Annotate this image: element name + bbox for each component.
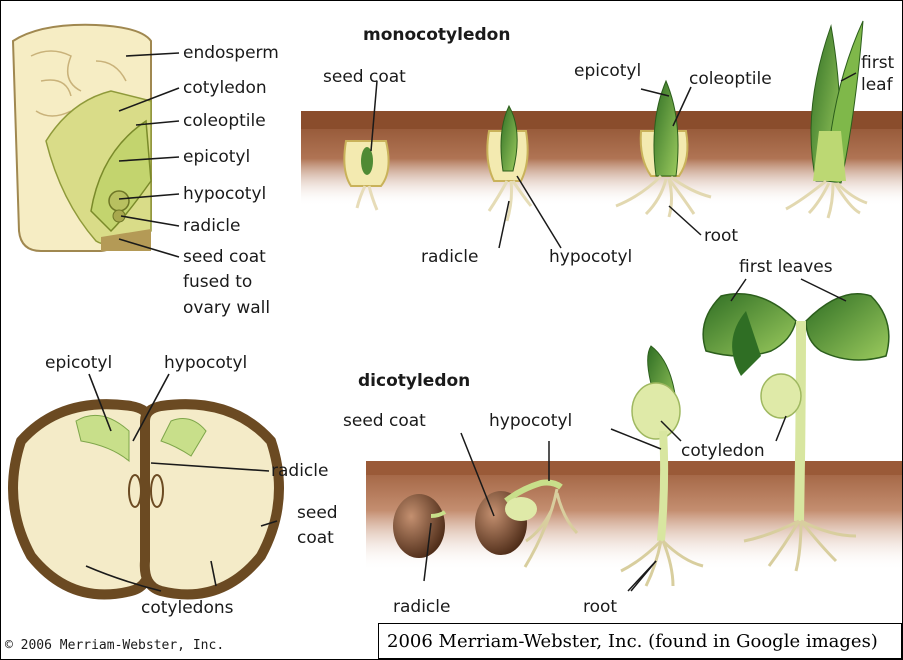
label-dicot-hypocotyl: hypocotyl (164, 353, 247, 373)
label-di-radicle: radicle (393, 597, 450, 617)
label-di-cotyledon: cotyledon (681, 441, 765, 461)
label-endosperm: endosperm (183, 43, 279, 63)
label-di-hypocotyl: hypocotyl (489, 411, 572, 431)
label-radicle: radicle (183, 216, 240, 236)
label-coleoptile: coleoptile (183, 111, 266, 131)
label-dicot-coat: coat (297, 528, 334, 548)
label-mono-hypocotyl: hypocotyl (549, 247, 632, 267)
label-dicot-seed: seed (297, 503, 338, 523)
label-dicot-epicotyl: epicotyl (45, 353, 112, 373)
label-fused-to: fused to (183, 272, 252, 292)
label-mono-coleoptile: coleoptile (689, 69, 772, 89)
label-seed-coat: seed coat (183, 247, 266, 267)
label-cotyledon: cotyledon (183, 78, 267, 98)
dicot-seed-section (13, 374, 279, 594)
label-di-root: root (583, 597, 617, 617)
label-mono-radicle: radicle (421, 247, 478, 267)
label-epicotyl: epicotyl (183, 147, 250, 167)
title-dicotyledon: dicotyledon (358, 371, 470, 391)
copyright-credit: © 2006 Merriam-Webster, Inc. (5, 638, 224, 653)
label-ovary-wall: ovary wall (183, 298, 270, 318)
title-monocotyledon: monocotyledon (363, 25, 510, 45)
label-mono-root: root (704, 226, 738, 246)
dicot-soil (366, 461, 903, 571)
label-mono-leaf: leaf (861, 75, 893, 95)
label-dicot-cotyledons: cotyledons (141, 598, 233, 618)
label-hypocotyl: hypocotyl (183, 184, 266, 204)
label-mono-epicotyl: epicotyl (574, 61, 641, 81)
label-mono-first: first (861, 53, 894, 73)
caption-box: 2006 Merriam-Webster, Inc. (found in Goo… (378, 623, 902, 659)
label-mono-seed-coat: seed coat (323, 67, 406, 87)
label-di-seed-coat: seed coat (343, 411, 426, 431)
label-di-first-leaves: first leaves (739, 257, 833, 277)
monocot-seed-section (13, 25, 179, 257)
label-dicot-radicle: radicle (271, 461, 328, 481)
